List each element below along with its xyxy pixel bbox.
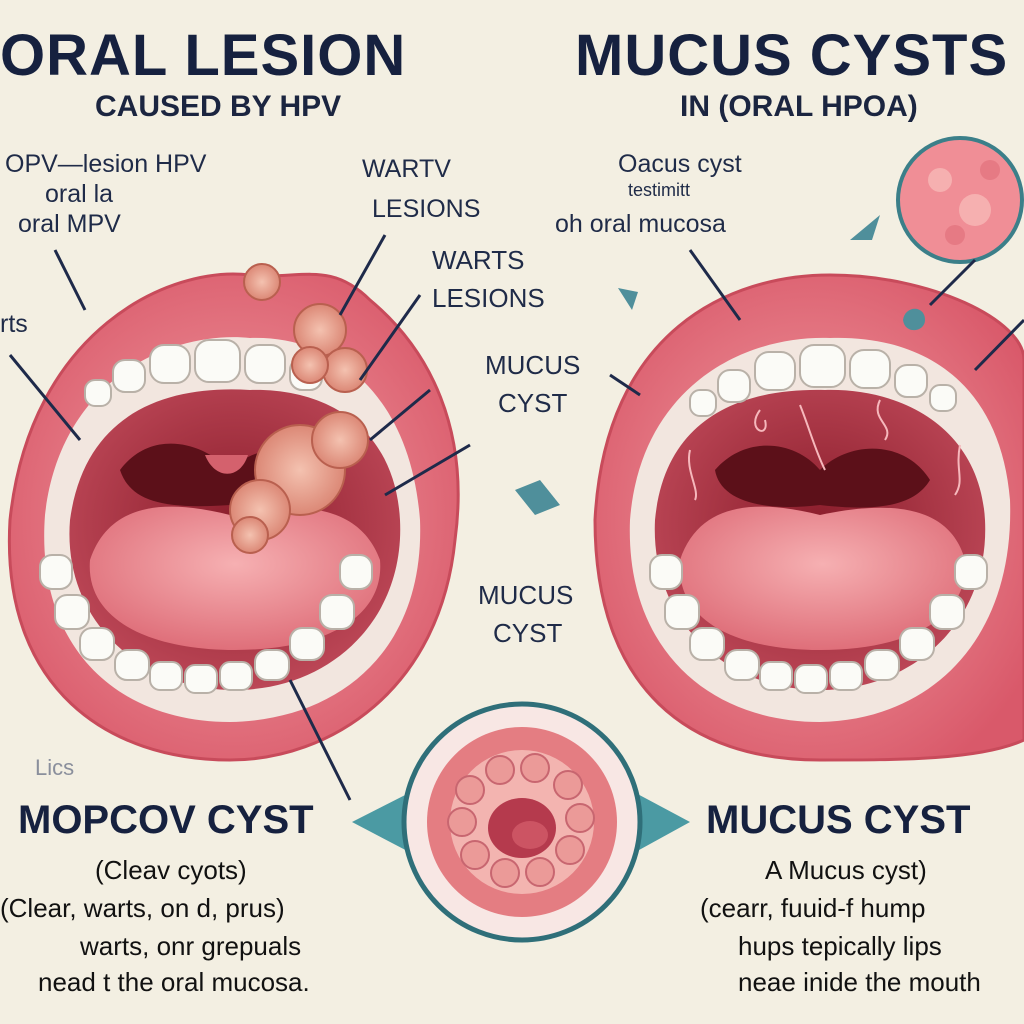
wart-lesion-icon: [229, 263, 369, 554]
mucus-cyst-label-2b: CYST: [493, 618, 563, 648]
left-desc-3: warts, onr grepuals: [80, 931, 302, 961]
lesion-closeup-icon: [352, 701, 690, 943]
warty-lesions-label-1b: LESIONS: [372, 195, 481, 223]
mucus-cyst-label-1: MUCUS: [485, 350, 581, 380]
left-label-top-3: oral MPV: [18, 210, 121, 238]
left-desc-4: nead t the oral mucosa.: [38, 967, 310, 997]
right-label-1: Oacus cyst: [618, 150, 742, 178]
left-mouth: [7, 263, 460, 762]
mucus-cyst-magnifier-icon: [896, 136, 1024, 264]
right-label-2: testimitt: [628, 180, 691, 200]
left-desc-2: (Clear, warts, on d, prus): [0, 893, 285, 923]
right-desc-4: neae inide the mouth: [738, 967, 981, 997]
right-label-3: oh oral mucosa: [555, 210, 726, 238]
lips-label: Lics: [35, 755, 75, 780]
right-title: MUCUS CYSTS: [575, 23, 1009, 88]
left-label-top-1: OPV—lesion HPV: [5, 150, 207, 178]
mucus-cyst-label-1b: CYST: [498, 388, 568, 418]
left-bottom-title: MOPCOV CYST: [18, 798, 314, 842]
left-label-top-2: oral la: [45, 180, 114, 208]
warts-lesions-label-2b: LESIONS: [432, 283, 545, 313]
right-desc-2: (cearr, fuuid-f hump: [700, 893, 926, 923]
right-subtitle: IN (ORAL HPOA): [680, 90, 918, 123]
right-mouth: [593, 273, 1024, 762]
left-desc-1: (Cleav cyots): [95, 855, 247, 885]
right-desc-1: A Mucus cyst): [765, 855, 927, 885]
warts-lesions-label-2: WARTS: [432, 245, 525, 275]
mucus-cyst-label-2: MUCUS: [478, 580, 574, 610]
teal-arrow-icon: [515, 215, 925, 515]
right-desc-3: hups tepically lips: [738, 931, 942, 961]
left-title: ORAL LESION: [0, 23, 407, 88]
right-bottom-title: MUCUS CYST: [706, 798, 971, 842]
left-label-side: rts: [0, 310, 28, 338]
left-subtitle: CAUSED BY HPV: [95, 90, 342, 123]
warty-lesions-label-1: WARTV: [362, 155, 451, 183]
